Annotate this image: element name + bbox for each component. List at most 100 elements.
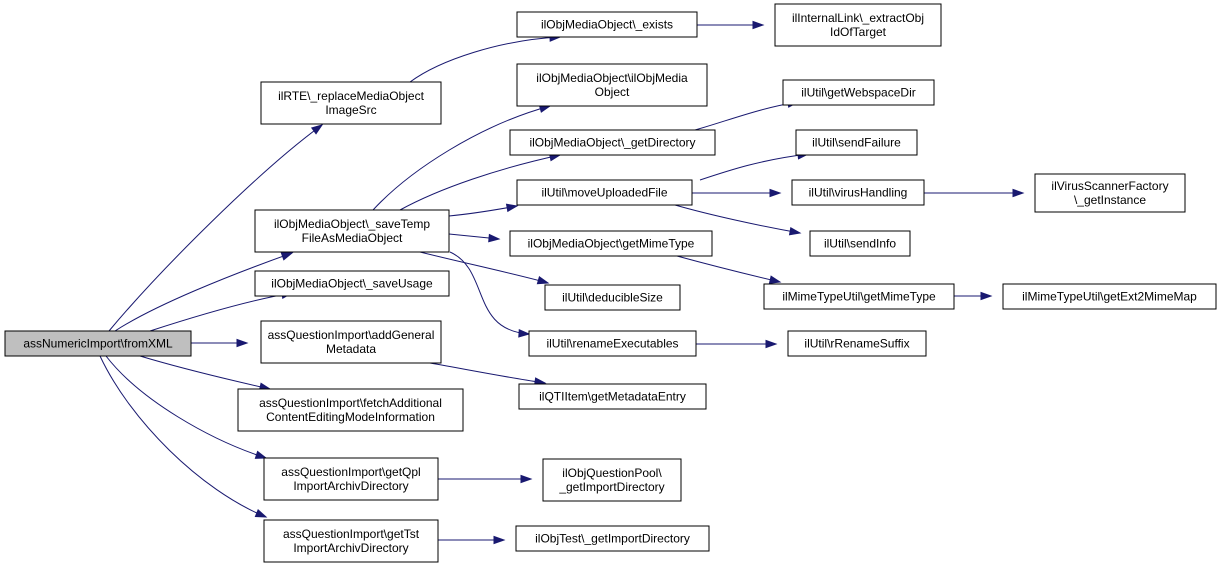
node-box xyxy=(260,320,442,364)
edge-line xyxy=(139,355,271,390)
node-box xyxy=(809,230,911,257)
node-label: IdOfTarget xyxy=(830,25,887,39)
node-sendFailure[interactable]: ilUtil\sendFailure xyxy=(795,129,918,156)
node-box xyxy=(782,79,935,106)
edge-line xyxy=(419,251,549,284)
node-label: _getImportDirectory xyxy=(558,480,664,494)
edge-line xyxy=(372,105,551,211)
node-label: ilUtil\sendFailure xyxy=(812,136,901,150)
edge-mimeType-to-mimeUtil xyxy=(676,255,782,284)
arrowhead-icon xyxy=(493,535,506,545)
edge-line xyxy=(694,101,799,131)
node-label: ilUtil\virusHandling xyxy=(809,186,908,200)
arrowhead-icon xyxy=(536,275,550,285)
node-box xyxy=(544,284,681,311)
node-label: ilObjMediaObject\ilObjMedia xyxy=(536,71,688,85)
arrowhead-icon xyxy=(768,275,782,284)
edge-root-to-fetchAdd xyxy=(139,355,272,391)
node-label: ilObjMediaObject\_saveUsage xyxy=(271,277,433,291)
edge-addMeta-to-qtiMeta xyxy=(429,362,547,386)
edge-getQpl-to-qplImport xyxy=(438,474,533,484)
edge-saveTemp-to-renameExe xyxy=(449,251,531,338)
node-qtiMeta[interactable]: ilQTIItem\getMetadataEntry xyxy=(518,383,707,410)
edge-line xyxy=(105,355,267,459)
edge-saveTemp-to-deducible xyxy=(419,251,550,285)
node-box xyxy=(791,179,925,206)
arrowhead-icon xyxy=(310,124,324,135)
edge-saveTemp-to-ctor xyxy=(372,104,552,211)
edge-line xyxy=(449,251,530,335)
edge-root-to-saveTemp xyxy=(114,252,294,332)
node-box xyxy=(516,11,698,38)
node-box xyxy=(509,129,716,156)
node-box xyxy=(528,330,697,357)
node-rRename[interactable]: ilUtil\rRenameSuffix xyxy=(787,330,927,357)
arrowhead-icon xyxy=(788,226,802,236)
node-mimeUtil[interactable]: ilMimeTypeUtil\getMimeType xyxy=(763,283,955,310)
node-renameExe[interactable]: ilUtil\renameExecutables xyxy=(528,330,697,357)
edge-line xyxy=(114,252,293,332)
edge-root-to-addMeta xyxy=(191,338,249,348)
node-label: \_getInstance xyxy=(1074,193,1146,207)
node-ext2Mime[interactable]: ilMimeTypeUtil\getExt2MimeMap xyxy=(1002,283,1217,310)
node-label: ilMimeTypeUtil\getExt2MimeMap xyxy=(1022,290,1197,304)
node-moveUp[interactable]: ilUtil\moveUploadedFile xyxy=(516,179,693,206)
edge-root-to-getTst xyxy=(99,355,268,518)
node-label: ilObjMediaObject\_exists xyxy=(541,18,673,32)
node-box xyxy=(254,270,450,297)
arrowhead-icon xyxy=(488,233,501,243)
node-exists[interactable]: ilObjMediaObject\_exists xyxy=(516,11,698,38)
node-label: ilInternalLink\_extractObj xyxy=(792,11,924,25)
node-box xyxy=(763,283,955,310)
node-mimeType[interactable]: ilObjMediaObject\getMimeType xyxy=(509,230,713,257)
node-box xyxy=(774,3,942,47)
node-box xyxy=(4,330,192,357)
node-root[interactable]: assNumericImport\fromXML xyxy=(4,330,192,357)
edge-exists-to-extractObj xyxy=(697,20,765,30)
node-label: ilObjQuestionPool\ xyxy=(562,466,662,480)
node-label: ilUtil\renameExecutables xyxy=(546,337,678,351)
node-label: ContentEditingModeInformation xyxy=(266,410,435,424)
node-label: ilObjMediaObject\getMimeType xyxy=(528,237,695,251)
node-getTst[interactable]: assQuestionImport\getTstImportArchivDire… xyxy=(263,519,439,563)
edge-saveTemp-to-mimeType xyxy=(448,233,501,243)
edge-line xyxy=(674,204,801,234)
node-label: ilRTE\_replaceMediaObject xyxy=(278,89,425,103)
node-label: assQuestionImport\fetchAdditional xyxy=(259,396,442,410)
node-webspace[interactable]: ilUtil\getWebspaceDir xyxy=(782,79,935,106)
node-box xyxy=(787,330,927,357)
node-label: assQuestionImport\addGeneral xyxy=(268,328,435,342)
node-fetchAdd[interactable]: assQuestionImport\fetchAdditionalContent… xyxy=(237,388,464,432)
call-edges xyxy=(99,20,1025,545)
node-qplImport[interactable]: ilObjQuestionPool\_getImportDirectory xyxy=(542,458,682,502)
node-box xyxy=(542,458,682,502)
arrowhead-icon xyxy=(980,291,993,301)
node-box xyxy=(263,519,439,563)
node-label: assQuestionImport\getTst xyxy=(283,527,420,541)
edge-root-to-getQpl xyxy=(105,355,268,459)
edge-line xyxy=(699,153,809,181)
node-box xyxy=(263,457,439,501)
node-saveTemp[interactable]: ilObjMediaObject\_saveTempFileAsMediaObj… xyxy=(254,209,450,253)
node-box xyxy=(237,388,464,432)
node-sendInfo[interactable]: ilUtil\sendInfo xyxy=(809,230,911,257)
node-virus[interactable]: ilUtil\virusHandling xyxy=(791,179,925,206)
arrowhead-icon xyxy=(236,338,249,348)
node-ctor[interactable]: ilObjMediaObject\ilObjMediaObject xyxy=(516,63,708,107)
node-box xyxy=(509,230,713,257)
node-virusFactory[interactable]: ilVirusScannerFactory\_getInstance xyxy=(1034,173,1186,213)
node-label: ilObjTest\_getImportDirectory xyxy=(535,532,690,546)
node-deducible[interactable]: ilUtil\deducibleSize xyxy=(544,284,681,311)
node-box xyxy=(260,81,442,125)
edge-line xyxy=(409,36,561,83)
node-getQpl[interactable]: assQuestionImport\getQplImportArchivDire… xyxy=(263,457,439,501)
node-saveUsage[interactable]: ilObjMediaObject\_saveUsage xyxy=(254,270,450,297)
node-tstImport[interactable]: ilObjTest\_getImportDirectory xyxy=(515,525,710,552)
arrowhead-icon xyxy=(254,450,268,459)
node-label: ImportArchivDirectory xyxy=(293,479,408,493)
node-getDir[interactable]: ilObjMediaObject\_getDirectory xyxy=(509,129,716,156)
